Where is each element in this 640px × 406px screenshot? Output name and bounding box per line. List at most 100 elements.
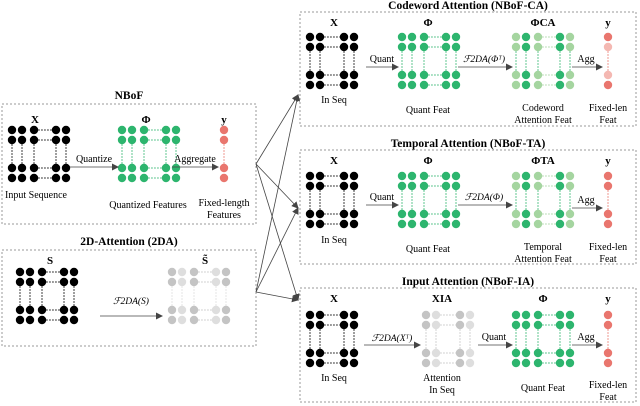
feature-dot bbox=[171, 125, 181, 135]
feature-dot bbox=[25, 277, 35, 287]
feature-dot bbox=[565, 171, 575, 181]
temporal-in-label: In Seq bbox=[321, 235, 347, 246]
feature-dot bbox=[7, 163, 17, 173]
nbof-output-label-2: Features bbox=[207, 210, 241, 221]
feature-dot bbox=[603, 42, 613, 52]
codeword-y-symbol: y bbox=[605, 17, 611, 29]
input-att-attention-grid bbox=[421, 310, 475, 368]
feature-dot bbox=[521, 219, 531, 229]
feature-dot bbox=[189, 315, 199, 325]
input-att-y-symbol: y bbox=[605, 293, 611, 305]
two-da-s-symbol: S bbox=[47, 255, 53, 267]
feature-dot bbox=[339, 181, 349, 191]
feature-dot bbox=[565, 181, 575, 191]
feature-dot bbox=[211, 305, 221, 315]
feature-dot bbox=[533, 42, 543, 52]
feature-dot bbox=[305, 70, 315, 80]
nbof-quant-label: Quantized Features bbox=[109, 200, 187, 211]
codeword-att-label-1: Codeword bbox=[522, 103, 564, 114]
feature-dot bbox=[339, 32, 349, 42]
feature-dot bbox=[61, 173, 71, 183]
feature-dot bbox=[603, 209, 613, 219]
feature-dot bbox=[305, 310, 315, 320]
temporal-quant-grid bbox=[397, 171, 461, 229]
feature-dot bbox=[315, 209, 325, 219]
connector-arrows bbox=[255, 94, 301, 303]
feature-dot bbox=[511, 80, 521, 90]
feature-dot bbox=[59, 315, 69, 325]
feature-dot bbox=[555, 32, 565, 42]
feature-dot bbox=[603, 358, 613, 368]
feature-dot bbox=[511, 320, 521, 330]
feature-dot bbox=[511, 209, 521, 219]
nbof-phi-symbol: Φ bbox=[141, 114, 150, 126]
feature-dot bbox=[451, 219, 461, 229]
feature-dot bbox=[419, 32, 429, 42]
feature-dot bbox=[419, 171, 429, 181]
codeword-output-vector bbox=[603, 32, 613, 90]
feature-dot bbox=[17, 125, 27, 135]
feature-dot bbox=[511, 310, 521, 320]
feature-dot bbox=[219, 163, 229, 173]
feature-dot bbox=[397, 32, 407, 42]
feature-dot bbox=[565, 209, 575, 219]
feature-dot bbox=[37, 315, 47, 325]
feature-dot bbox=[533, 70, 543, 80]
nbof-quantize-label: Quantize bbox=[76, 154, 113, 165]
feature-dot bbox=[431, 320, 441, 330]
feature-dot bbox=[161, 163, 171, 173]
input-att-x-ia-symbol: XIA bbox=[432, 293, 452, 305]
feature-dot bbox=[419, 70, 429, 80]
feature-dot bbox=[451, 171, 461, 181]
feature-dot bbox=[397, 181, 407, 191]
feature-dot bbox=[511, 171, 521, 181]
feature-dot bbox=[69, 305, 79, 315]
feature-dot bbox=[465, 320, 475, 330]
feature-dot bbox=[349, 32, 359, 42]
feature-dot bbox=[511, 358, 521, 368]
feature-dot bbox=[219, 125, 229, 135]
arrow-2da-to-temporal bbox=[255, 207, 299, 293]
feature-dot bbox=[315, 181, 325, 191]
feature-dot bbox=[171, 173, 181, 183]
feature-dot bbox=[139, 163, 149, 173]
feature-dot bbox=[431, 358, 441, 368]
feature-dot bbox=[441, 42, 451, 52]
feature-dot bbox=[15, 267, 25, 277]
feature-dot bbox=[421, 358, 431, 368]
feature-dot bbox=[511, 42, 521, 52]
feature-dot bbox=[555, 80, 565, 90]
feature-dot bbox=[431, 348, 441, 358]
feature-dot bbox=[407, 219, 417, 229]
feature-dot bbox=[397, 209, 407, 219]
feature-dot bbox=[305, 320, 315, 330]
temporal-out-label-1: Fixed-len bbox=[589, 242, 627, 253]
feature-dot bbox=[451, 70, 461, 80]
feature-dot bbox=[37, 267, 47, 277]
feature-dot bbox=[177, 315, 187, 325]
feature-dot bbox=[521, 310, 531, 320]
feature-dot bbox=[315, 42, 325, 52]
feature-dot bbox=[315, 310, 325, 320]
nbof-aggregate-label: Aggregate bbox=[174, 154, 216, 165]
feature-dot bbox=[171, 135, 181, 145]
two-da-title: 2D-Attention (2DA) bbox=[80, 236, 178, 248]
feature-dot bbox=[521, 181, 531, 191]
feature-dot bbox=[521, 358, 531, 368]
feature-dot bbox=[555, 42, 565, 52]
codeword-phi-ca-symbol: ΦCA bbox=[530, 17, 555, 29]
nbof-output-vector bbox=[219, 125, 229, 183]
feature-dot bbox=[221, 305, 231, 315]
feature-dot bbox=[555, 348, 565, 358]
feature-dot bbox=[127, 163, 137, 173]
arrow-2da-to-codeword bbox=[255, 94, 301, 293]
feature-dot bbox=[305, 42, 315, 52]
feature-dot bbox=[315, 358, 325, 368]
codeword-quant-grid bbox=[397, 32, 461, 90]
feature-dot bbox=[407, 42, 417, 52]
feature-dot bbox=[161, 173, 171, 183]
feature-dot bbox=[565, 32, 575, 42]
feature-dot bbox=[397, 219, 407, 229]
feature-dot bbox=[219, 135, 229, 145]
feature-dot bbox=[59, 277, 69, 287]
